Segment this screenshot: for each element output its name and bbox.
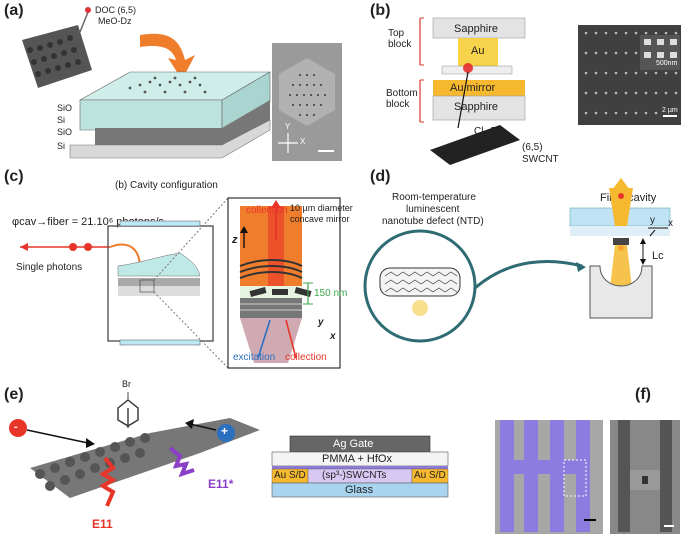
bottom-block-label: Bottom block [386,88,418,110]
panel-c: (c) (b) Cavity configuration φcav→fiber … [0,168,353,373]
axis-y-a: Y [285,122,291,131]
ntd-line2: luminescent [406,204,460,215]
axis-x-d: x [668,218,673,229]
lc-label: Lc [652,250,664,262]
layer-si-top: Si [57,115,66,125]
mirror-label-line1: 10 µm diameter [290,203,353,213]
channel-label: (sp³-)SWCNTs [322,470,387,481]
molecule-label-line1: DOC (6,5) [95,5,137,15]
top-block-label: Top block [388,28,412,50]
sapphire-bottom-label: Sapphire [454,101,499,113]
dielectric-label: PMMA + HfOx [322,453,392,465]
au-label: Au [471,45,485,57]
panel-a-label: (a) [4,2,24,19]
swcnt-label-line2: SWCNT [522,154,559,165]
panel-b-label: (b) [370,2,391,19]
axis-x-a: X [300,137,306,146]
single-photons-label: Single photons [16,262,83,273]
gate-label: Ag Gate [333,438,374,450]
cavity-config-title: (b) Cavity configuration [115,180,218,191]
panel-b: (b) Top block Bottom block Sapphire Au A… [350,0,685,165]
plus-label: + [221,424,229,438]
axis-y-c: y [318,317,324,328]
molecule-label-line2: MeO-Dz [98,16,132,26]
panel-e-label: (e) [4,386,24,403]
layer-sio2-bottom: SiO [57,127,73,137]
sapphire-top-label: Sapphire [454,23,499,35]
source-label: Au S/D [274,470,306,481]
nanotube-graphic-a [22,7,92,88]
panel-f-label: (f) [635,386,651,403]
axis-y-d: y [650,215,655,226]
excitation-label: excitation [233,352,276,363]
axis-x-c: x [330,331,336,342]
axis-z-c: z [232,234,238,246]
br-label: Br [122,379,131,389]
collection-bottom-label: collection [285,352,327,363]
scale-inset-label: 500nm [656,60,678,67]
distance-label: 150 nm [314,288,348,299]
panel-c-figure [20,197,341,369]
panel-b-figure [419,17,681,165]
panel-d: (d) Room-temperature luminescent nanotub… [350,168,685,373]
au-mirror-label: Au mirror [450,82,496,94]
panel-a-figure [22,7,342,161]
panel-d-label: (d) [370,168,391,185]
panel-f-figure [495,420,680,534]
cl2dz-label: Cl₂-Dz [474,126,503,137]
panel-a: (a) DOC (6,5) MeO-Dz [0,0,345,165]
substrate-device [69,71,272,159]
stack-glass [271,482,449,498]
glass-label: Glass [345,484,374,496]
mirror-label-line2: concave mirror [290,214,350,224]
panel-f: (f) [460,378,685,541]
layer-si-bottom: Si [57,141,66,151]
layer-sio2-top: SiO [57,103,73,113]
collection-top-label: collection [246,205,288,216]
nanotube-graphic-e [30,418,260,498]
ntd-line3: nanotube defect (NTD) [382,216,484,227]
minus-label: - [14,421,18,433]
orange-arrow [140,33,195,80]
panel-e: (e) Br - + E11 E11* Ag Gate PMMA + HfOx … [0,378,460,541]
panel-c-label: (c) [4,168,24,185]
panel-d-figure [363,178,671,343]
drain-label: Au S/D [414,470,446,481]
scale-main-label: 2 µm [662,107,678,114]
e11-label: E11 [92,517,113,531]
e11star-label: E11* [208,477,234,491]
swcnt-label-line1: (6,5) [522,142,543,153]
ntd-line1: Room-temperature [392,192,476,203]
panel-e-figure [9,392,449,507]
